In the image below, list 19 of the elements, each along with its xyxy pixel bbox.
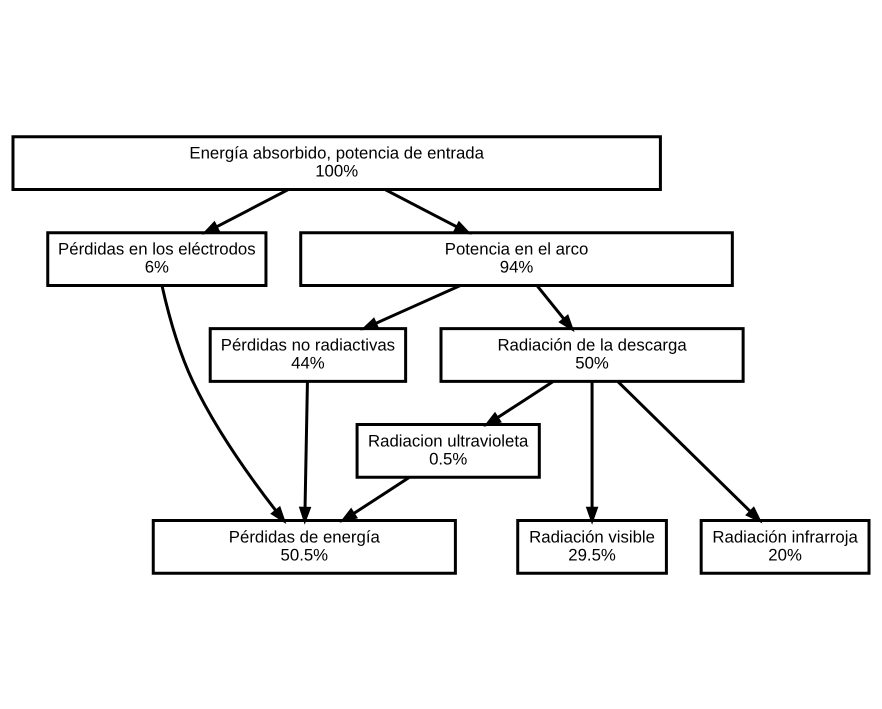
node-box: Radiación infrarroja 20% (700, 518, 871, 574)
node-box: Radiación de la descarga 50% (440, 326, 745, 382)
node-box: Radiación visible 29.5% (516, 518, 668, 574)
arrow (483, 380, 554, 426)
node-box: Potencia en el arco 94% (299, 230, 734, 286)
node-box: Radiacion ultravioleta 0.5% (356, 422, 541, 478)
node-box: Energía absorbido, potencia de entrada 100% (11, 134, 662, 191)
arrow (536, 284, 575, 332)
arrow (360, 284, 461, 330)
arrow (202, 188, 289, 234)
node-box: Pérdidas en los eléctrodos 6% (46, 230, 268, 286)
arrow (298, 381, 312, 524)
arrow (617, 380, 762, 523)
arrow (384, 188, 472, 234)
node-box: Pérdidas de energía 50.5% (152, 518, 457, 574)
arrow (339, 476, 410, 522)
node-box: Pérdidas no radiactivas 44% (208, 326, 408, 382)
arrow (586, 381, 598, 524)
arrow (160, 284, 286, 524)
